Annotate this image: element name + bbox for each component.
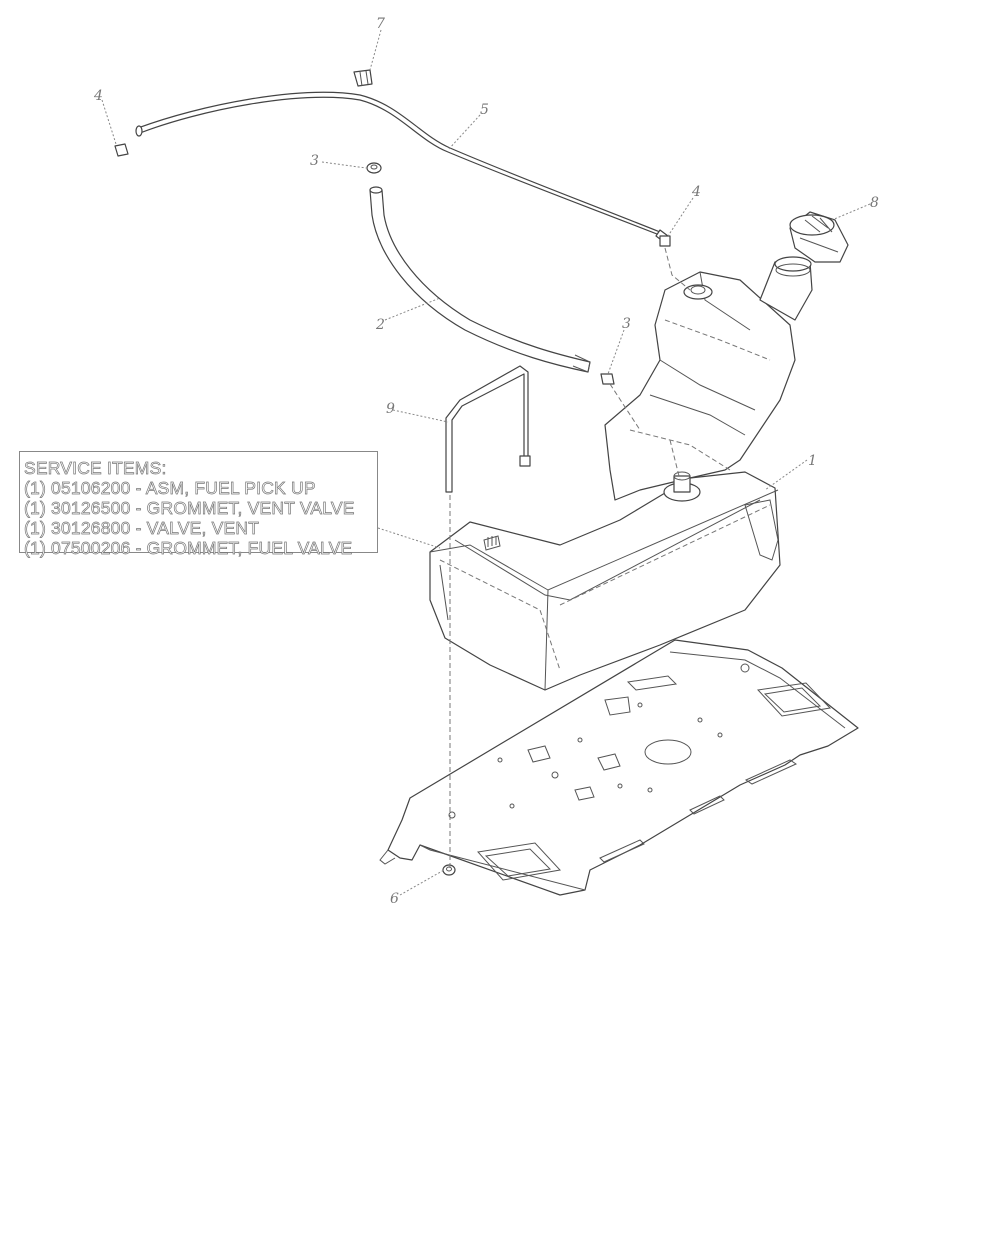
callout-3-right: 3 xyxy=(622,316,631,332)
callout-8: 8 xyxy=(870,195,879,211)
callout-4-left: 4 xyxy=(93,88,103,104)
service-item-line: (1) 07500206 - GROMMET, FUEL VALVE xyxy=(24,538,353,559)
fuel-hose xyxy=(369,186,591,373)
callout-3-top: 3 xyxy=(310,153,319,169)
callout-5: 5 xyxy=(480,102,489,118)
service-items-box: SERVICE ITEMS: (1) 05106200 - ASM, FUEL … xyxy=(19,451,378,558)
mounting-plate xyxy=(379,639,859,896)
callout-labels: 7 4 5 3 4 8 2 3 9 1 6 xyxy=(93,16,879,907)
leader-lines xyxy=(101,29,871,896)
nut-6 xyxy=(442,864,456,876)
callout-7: 7 xyxy=(376,16,385,32)
callout-1: 1 xyxy=(808,453,817,469)
service-item-line: (1) 05106200 - ASM, FUEL PICK UP xyxy=(24,478,316,499)
clamp-7 xyxy=(353,69,373,87)
fuel-cap xyxy=(789,211,849,263)
clamp-4-right xyxy=(659,235,671,247)
callout-6: 6 xyxy=(390,891,399,907)
service-item-line: (1) 30126500 - GROMMET, VENT VALVE xyxy=(24,498,355,519)
grommet-3-top xyxy=(366,162,382,174)
callout-4-right: 4 xyxy=(691,184,701,200)
fuel-tank xyxy=(429,256,813,691)
grommet-3-right xyxy=(600,373,615,385)
callout-9: 9 xyxy=(386,401,395,417)
callout-2: 2 xyxy=(375,317,385,333)
tank-strap xyxy=(445,365,531,493)
clamp-4-left xyxy=(114,143,129,157)
vent-hose-long xyxy=(135,91,669,243)
service-items-title: SERVICE ITEMS: xyxy=(24,458,167,479)
service-item-line: (1) 30126800 - VALVE, VENT xyxy=(24,518,260,539)
